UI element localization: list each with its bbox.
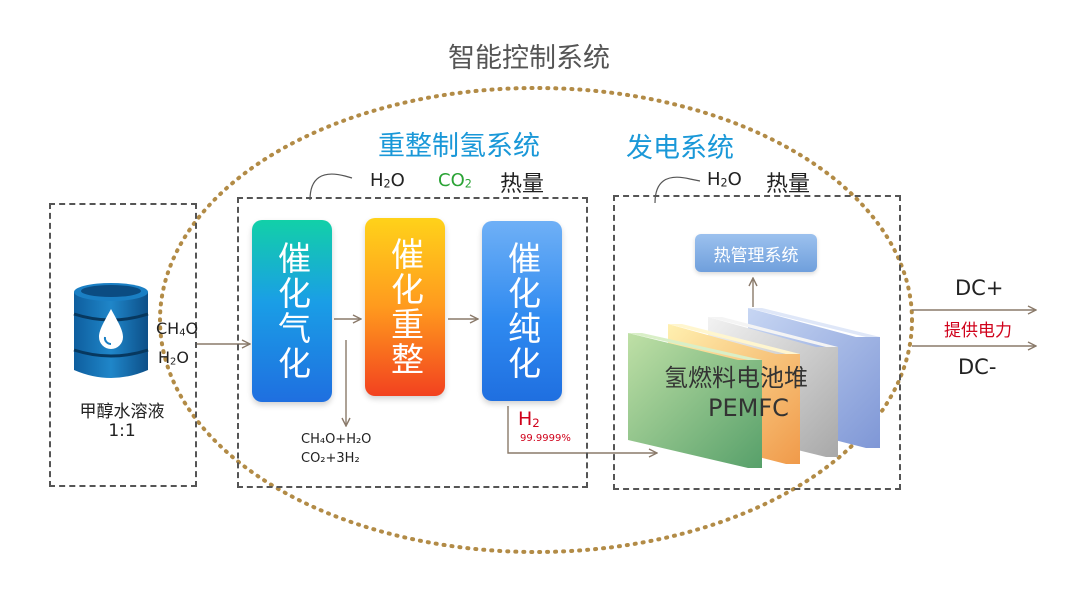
input-box: [49, 203, 197, 487]
feed-methanol-main: CH: [156, 319, 180, 338]
hydrogen-main: H: [518, 408, 533, 430]
reform-water-sub: 2: [383, 177, 391, 191]
stage-reforming-label: 催化重整: [385, 237, 425, 377]
power-byproduct-water: H2O: [707, 169, 742, 190]
reform-water-tail: O: [390, 170, 405, 191]
power-title: 发电系统: [626, 133, 734, 164]
reform-co2-main: CO: [438, 170, 465, 191]
stage-gasification-label: 催化气化: [272, 241, 312, 381]
reform-exhaust-curl: [309, 173, 353, 201]
reforming-box: [237, 197, 588, 488]
fuel-cell-stack-icon: [628, 308, 880, 468]
power-water-main: H: [707, 169, 721, 190]
control-system-ellipse: [158, 86, 914, 554]
reform-byproduct-heat: 热量: [500, 172, 545, 197]
stage-catalytic-gasification: 催化气化: [252, 220, 332, 402]
fuel-cell-stack-model: PEMFC: [708, 394, 789, 422]
input-label: 甲醇水溶液: [79, 402, 165, 422]
reaction-equation-reactants: CH₄O+H₂O: [301, 432, 372, 447]
feed-methanol-tail: O: [185, 319, 199, 338]
thermal-management-system: 热管理系统: [695, 234, 817, 272]
power-water-tail: O: [727, 169, 742, 190]
feed-methanol: CH4O: [156, 319, 198, 338]
power-supply-label: 提供电力: [944, 321, 1012, 341]
stage-catalytic-purification: 催化纯化: [482, 221, 562, 401]
input-ratio: 1:1: [108, 421, 136, 441]
feed-water: H2O: [158, 348, 189, 367]
feed-water-sub: 2: [170, 356, 177, 368]
control-system-title: 智能控制系统: [448, 43, 610, 74]
fuel-cell-stack-name: 氢燃料电池堆: [664, 364, 808, 392]
feed-water-tail: O: [176, 348, 189, 367]
reforming-title: 重整制氢系统: [378, 131, 540, 162]
dc-plus-label: DC+: [955, 276, 1004, 300]
hydrogen-purity: 99.9999%: [520, 433, 571, 444]
reaction-equation-products: CO₂+3H₂: [301, 451, 360, 466]
thermal-management-label: 热管理系统: [713, 245, 799, 266]
reform-byproduct-co2: CO2: [438, 170, 472, 191]
reform-byproduct-water: H2O: [370, 170, 405, 191]
hydrogen-output: H2: [518, 408, 540, 430]
dc-minus-label: DC-: [958, 355, 997, 379]
reform-water-main: H: [370, 170, 384, 191]
stage-purification-label: 催化纯化: [502, 241, 542, 381]
power-water-sub: 2: [720, 176, 728, 190]
power-box: [613, 195, 901, 490]
hydrogen-sub: 2: [532, 415, 540, 430]
h2-to-stack-arrow: [507, 406, 657, 453]
power-byproduct-heat: 热量: [766, 172, 811, 197]
reform-co2-sub: 2: [464, 177, 472, 191]
feed-water-main: H: [158, 348, 171, 367]
stage-catalytic-reforming: 催化重整: [365, 218, 445, 396]
water-barrel-icon: [73, 283, 149, 378]
feed-methanol-sub: 4: [179, 327, 186, 339]
